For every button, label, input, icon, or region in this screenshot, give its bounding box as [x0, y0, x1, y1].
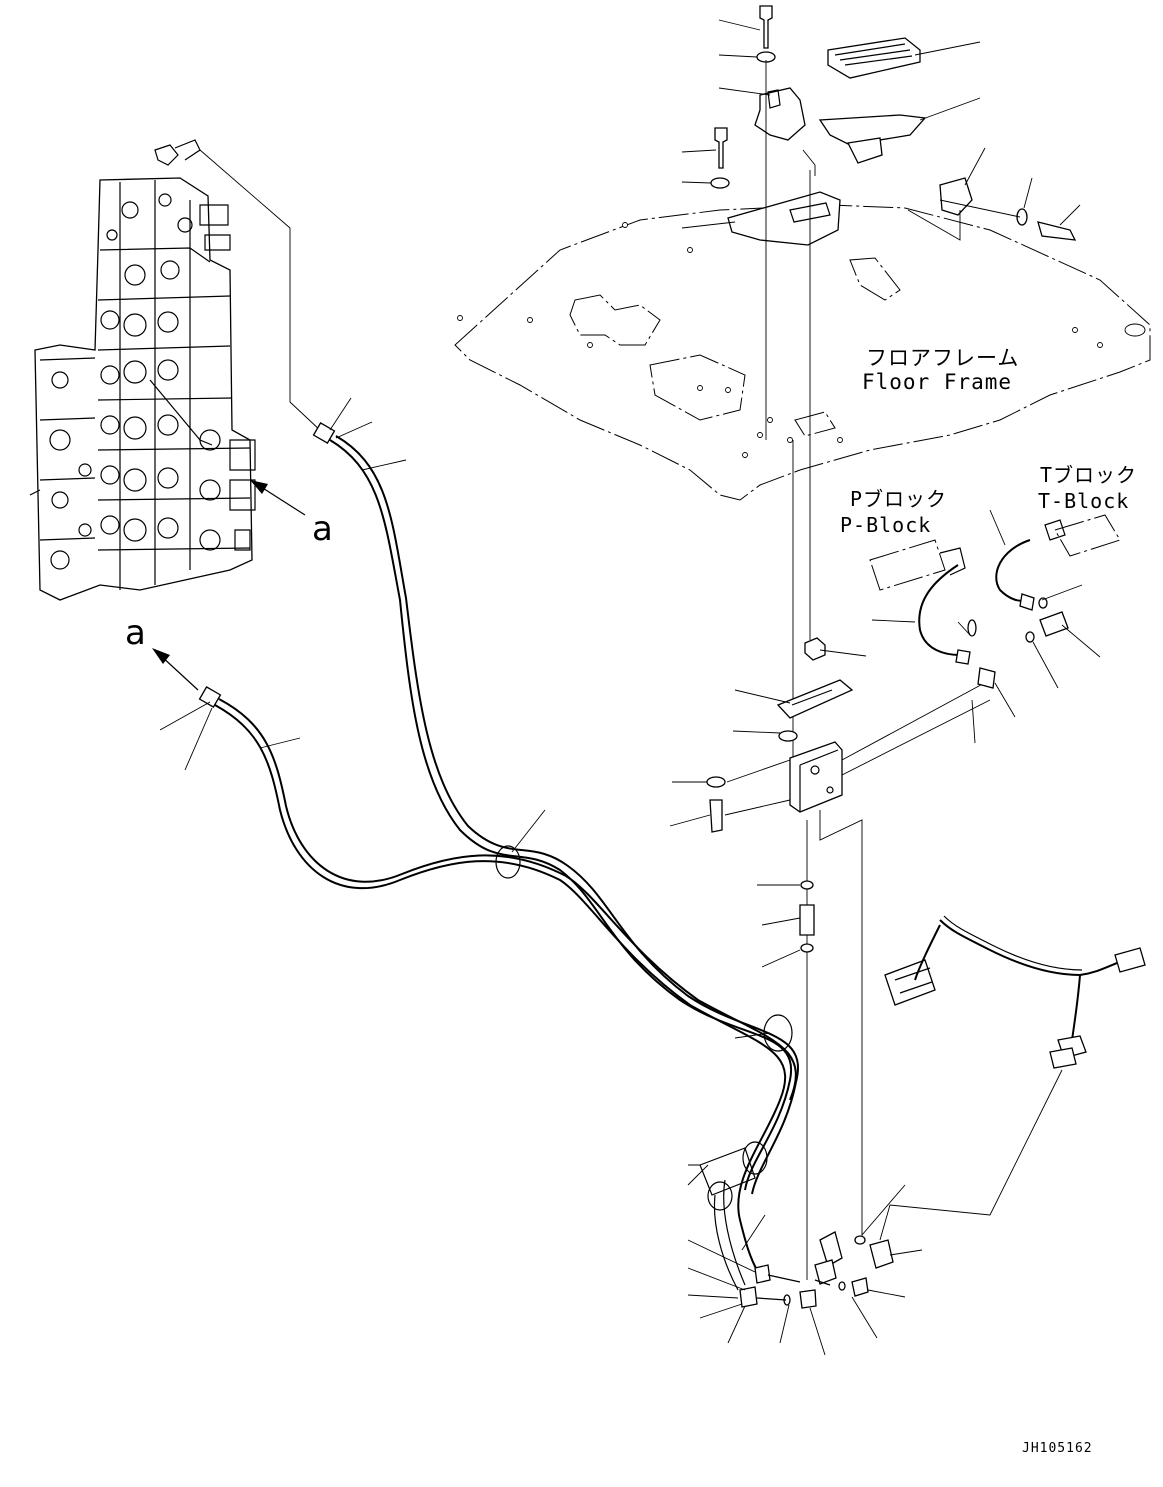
pilot-line-leader [199, 149, 323, 433]
t-block-label-en: T-Block [1038, 489, 1130, 513]
leader-lines [159, 19, 1101, 1356]
clamp-bracket [699, 1147, 756, 1196]
hose-fitting [198, 422, 336, 708]
pedal-assembly [710, 5, 1077, 246]
floor-frame [454, 204, 1151, 501]
t-block-label-jp: Tブロック [1040, 463, 1138, 487]
pedal-valve-block [706, 637, 991, 833]
bottom-fittings [739, 1231, 894, 1309]
view-a-label-valve: a [312, 509, 333, 549]
fitting-stack [799, 880, 815, 953]
view-a-label-hose: a [125, 613, 146, 653]
view-arrow-a-valve [250, 480, 306, 516]
view-arrow-a-hose [152, 648, 199, 691]
p-block-label-jp: Pブロック [850, 487, 948, 511]
hose-clamp [707, 1181, 733, 1211]
t-block [995, 514, 1121, 643]
electrical-harness [879, 915, 1146, 1241]
floor-frame-label-en: Floor Frame [862, 370, 1013, 394]
hose-clamp [742, 1141, 768, 1175]
hose-clamp [495, 845, 521, 879]
hose-clamp [763, 1014, 793, 1052]
hose-bundle [214, 435, 799, 1291]
p-block [869, 539, 996, 689]
drawing-id: JH105162 [1022, 1441, 1093, 1456]
control-valve-assembly [29, 139, 256, 601]
p-block-label-en: P-Block [840, 513, 932, 537]
floor-frame-label-jp: フロアフレーム [866, 346, 1020, 370]
